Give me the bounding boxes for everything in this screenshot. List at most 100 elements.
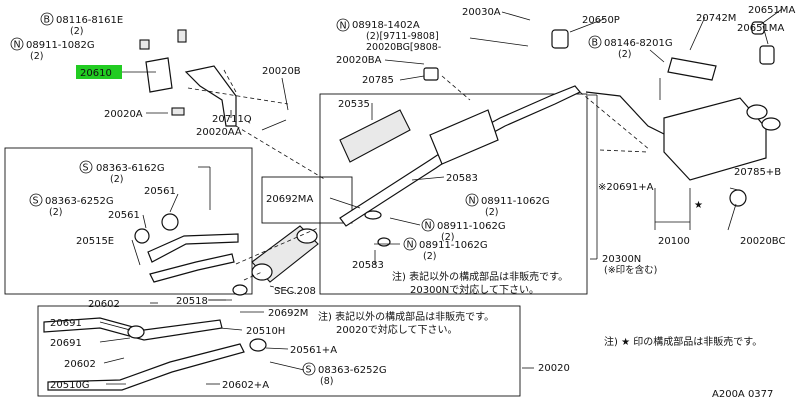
label-20518: 20518 — [176, 296, 208, 307]
label-08116-qty: (2) — [70, 26, 83, 37]
label-08911d: 08911-1062G — [419, 240, 488, 251]
label-20020: 20020 — [538, 363, 570, 374]
label-08911a-qty: (2) — [30, 51, 43, 62]
circle-n-4 — [421, 218, 435, 232]
label-08363a: 08363-6162G — [96, 163, 165, 174]
label-20561pa: 20561+A — [290, 345, 337, 356]
label-20561a: 20561 — [144, 186, 176, 197]
label-20100: 20100 — [658, 236, 690, 247]
circle-s-3 — [302, 362, 316, 376]
circle-b-2 — [588, 35, 602, 49]
circle-s-2 — [29, 193, 43, 207]
label-08911d-qty: (2) — [423, 251, 436, 262]
label-08363a-qty: (2) — [110, 174, 123, 185]
circle-s-1-letter: S — [83, 163, 89, 174]
note-2-line-1: 注) 表記以外の構成部品は非販売です。 — [318, 310, 494, 323]
circle-n-3 — [465, 193, 479, 207]
circle-n-5-letter: N — [407, 240, 414, 251]
label-08911a: 08911-1082G — [26, 40, 95, 51]
circle-n-2 — [336, 18, 350, 32]
label-sec208: SEC.208 — [274, 286, 316, 297]
front-tubes — [43, 213, 267, 391]
circle-n-1-letter: N — [14, 40, 21, 51]
label-20510g: 20510G — [50, 380, 90, 391]
rear-muffler — [585, 91, 781, 207]
label-20692m: 20692M — [268, 308, 308, 319]
label-08116: 08116-8161E — [56, 15, 123, 26]
rear-hangers — [423, 21, 775, 81]
circle-s-2-letter: S — [33, 196, 39, 207]
label-20300n: 20300N — [602, 254, 641, 265]
circle-b-2-letter: B — [592, 38, 599, 49]
circle-n-3-letter: N — [469, 196, 476, 207]
label-20742m: 20742M — [696, 13, 736, 24]
label-08918: 08918-1402A — [352, 20, 420, 31]
label-20602pa: 20602+A — [222, 380, 269, 391]
label-20691-b: 20691 — [50, 338, 82, 349]
label-08363c-qty: (8) — [320, 376, 333, 387]
label-20691-a: 20691 — [50, 318, 82, 329]
label-20651ma-1: 20651MA — [748, 5, 795, 16]
label-20602a: 20602 — [88, 299, 120, 310]
label-08911b-qty: (2) — [485, 207, 498, 218]
label-08918-qty: (2)[9711-9808] — [366, 31, 439, 42]
circle-n-1 — [10, 37, 24, 51]
hanger-assembly — [139, 29, 237, 127]
label-20020bc: 20020BC — [740, 236, 785, 247]
dashed-connection-lines — [187, 69, 651, 295]
circle-s-1 — [79, 160, 93, 174]
label-20691a-star: ※20691+A — [598, 182, 654, 193]
label-20020ba: 20020BA — [336, 55, 382, 66]
label-20785a: 20785 — [362, 75, 394, 86]
label-20510h: 20510H — [246, 326, 285, 337]
label-08146: 08146-8201G — [604, 38, 673, 49]
circle-n-2-letter: N — [340, 21, 347, 32]
circle-b-1-letter: B — [44, 15, 51, 26]
label-20020b: 20020B — [262, 66, 301, 77]
label-20583b: 20583 — [352, 260, 384, 271]
front-tube-group-frame — [37, 305, 521, 397]
label-20561b: 20561 — [108, 210, 140, 221]
circle-n-4-letter: N — [425, 221, 432, 232]
label-20610: 20610 — [80, 68, 112, 79]
label-20692ma: 20692MA — [266, 194, 313, 205]
label-20785b: 20785+B — [734, 167, 781, 178]
note-1-line-2: 20300Nで対応して下さい。 — [410, 283, 539, 296]
circle-s-3-letter: S — [306, 365, 312, 376]
footer-code: A200A 0377 — [712, 389, 773, 400]
center-pipe-assembly — [339, 85, 581, 247]
highlight-20610 — [76, 65, 122, 79]
label-20020a: 20020A — [104, 109, 143, 120]
note-3: 注) ★ 印の構成部品は非販売です。 — [604, 335, 762, 348]
label-20515e: 20515E — [76, 236, 114, 247]
note-2-line-2: 20020で対応して下さい。 — [336, 323, 458, 336]
label-20030a: 20030A — [462, 7, 501, 18]
label-08911c: 08911-1062G — [437, 221, 506, 232]
label-08363b: 08363-6252G — [45, 196, 114, 207]
label-20651ma-2: 20651MA — [737, 23, 784, 34]
center-pipe-group-frame — [319, 93, 588, 295]
label-20300n-note: (※印を含む) — [604, 264, 657, 276]
label-20583a: 20583 — [446, 173, 478, 184]
note-1-line-1: 注) 表記以外の構成部品は非販売です。 — [392, 270, 568, 283]
small-gasket-frame — [261, 176, 353, 224]
label-20711q: 20711Q — [212, 114, 252, 125]
leader-lines — [99, 8, 783, 385]
part-labels: B N N B S S N N N S 08116-8161E (2) 0891… — [10, 5, 795, 400]
label-08363c: 08363-6252G — [318, 365, 387, 376]
label-20650p: 20650P — [582, 15, 620, 26]
circle-b-1 — [40, 12, 54, 26]
label-20602b: 20602 — [64, 359, 96, 370]
label-08911b: 08911-1062G — [481, 196, 550, 207]
label-08363b-qty: (2) — [49, 207, 62, 218]
label-08146-qty: (2) — [618, 49, 631, 60]
label-20020aa: 20020AA — [196, 127, 242, 138]
label-08911c-qty: (2) — [441, 232, 454, 243]
front-group-frame — [4, 147, 253, 295]
label-star-mark: ★ — [694, 200, 703, 211]
circle-n-5 — [403, 237, 417, 251]
label-20020bg: 20020BG[9808- — [366, 42, 441, 53]
label-20535: 20535 — [338, 99, 370, 110]
catalytic-converter — [251, 225, 319, 283]
